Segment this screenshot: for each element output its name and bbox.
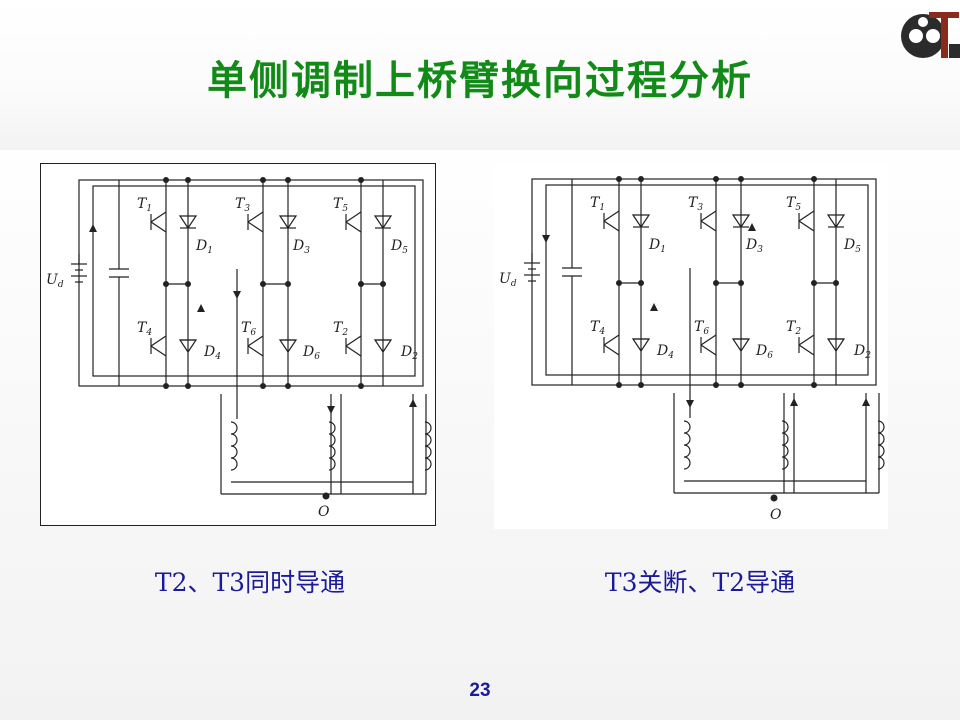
svg-text:D6: D6 [755,343,773,361]
circuit-diagram-right: Ud O T1 D1 T3 D3 T5 D5 T4 D4 T6 D6 T2 D2 [494,163,888,529]
source-label-left: Ud [46,272,64,290]
neutral-label-right: O [770,507,782,523]
svg-text:T1: T1 [590,195,605,213]
svg-text:T4: T4 [590,319,605,337]
svg-text:D4: D4 [203,344,221,362]
svg-text:D3: D3 [292,238,310,256]
svg-text:T6: T6 [694,319,709,337]
circuit-svg-left: Ud O T1 D1 T3 D3 T5 D5 T4 D4 T6 D6 T2 D2 [46,177,432,520]
circuit-diagram-left: Ud O T1 D1 T3 D3 T5 D5 T4 D4 T6 D6 T2 D2 [40,163,436,526]
source-label-right: Ud [499,271,517,289]
svg-text:T2: T2 [786,319,801,337]
page-number: 23 [469,680,491,701]
switch-labels-left: T1 D1 T3 D3 T5 D5 T4 D4 T6 D6 T2 D2 [137,196,418,362]
svg-text:T4: T4 [137,320,152,338]
svg-text:D5: D5 [390,238,408,256]
svg-text:T6: T6 [241,320,256,338]
university-logo-icon [893,0,960,100]
svg-text:D5: D5 [843,237,861,255]
svg-text:D6: D6 [302,344,320,362]
circuit-svg-right: Ud O T1 D1 T3 D3 T5 D5 T4 D4 T6 D6 T2 D2 [499,176,885,523]
svg-text:T5: T5 [786,195,801,213]
svg-text:D1: D1 [648,237,666,255]
neutral-label-left: O [318,504,330,520]
svg-text:D1: D1 [195,238,213,256]
switch-labels-right: T1 D1 T3 D3 T5 D5 T4 D4 T6 D6 T2 D2 [590,195,871,361]
header-band [0,0,960,150]
svg-text:T3: T3 [235,196,250,214]
svg-text:D3: D3 [745,237,763,255]
caption-left: T2、T3同时导通 [154,568,346,597]
svg-text:T3: T3 [688,195,703,213]
svg-text:D4: D4 [656,343,674,361]
svg-text:D2: D2 [400,344,418,362]
svg-text:T1: T1 [137,196,152,214]
svg-text:D2: D2 [853,343,871,361]
svg-text:T2: T2 [333,320,348,338]
svg-text:T5: T5 [333,196,348,214]
slide-title: 单侧调制上桥臂换向过程分析 [207,58,753,104]
caption-right: T3关断、T2导通 [604,568,796,597]
